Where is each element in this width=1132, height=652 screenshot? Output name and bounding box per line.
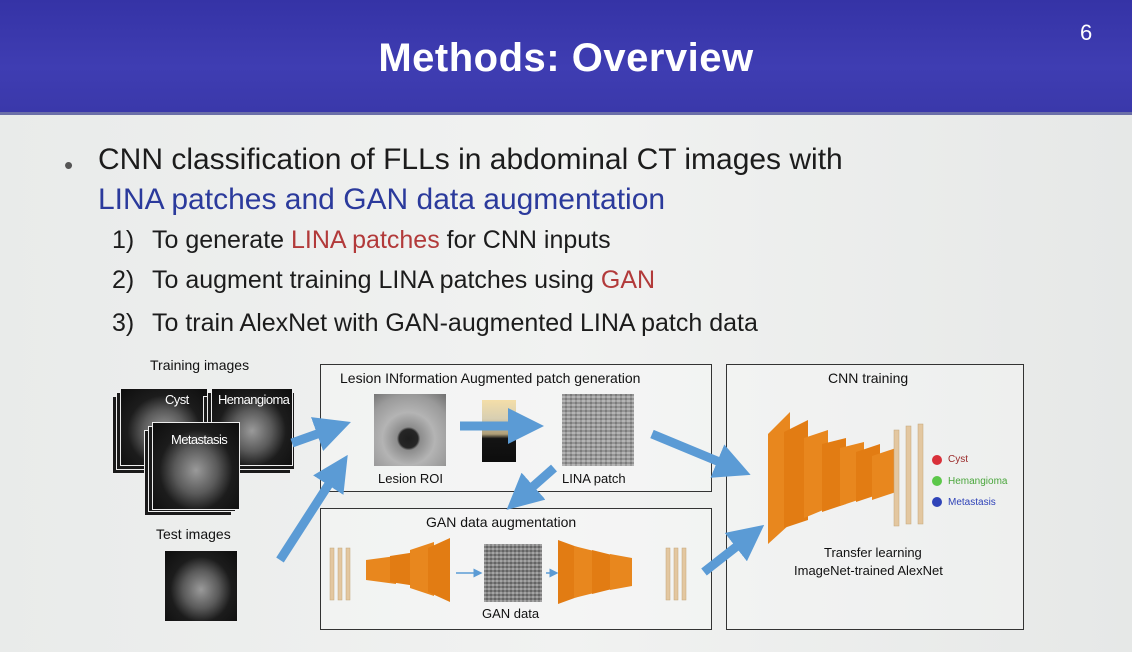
main-bullet: CNN classification of FLLs in abdominal … bbox=[98, 140, 843, 220]
main-bullet-line2: LINA patches and GAN data augmentation bbox=[98, 180, 843, 220]
and-text: and bbox=[276, 183, 344, 216]
transfer-learning-label: Transfer learning bbox=[824, 545, 922, 560]
step-text-end: for CNN inputs bbox=[439, 226, 611, 254]
cyst-class-label: Cyst bbox=[948, 454, 968, 465]
step-highlight: LINA patches bbox=[291, 226, 440, 254]
step-number: 3) bbox=[112, 309, 135, 337]
cnn-conv-layers bbox=[768, 412, 896, 544]
arrow-test-to-roi bbox=[276, 454, 348, 563]
diagram-graphics bbox=[276, 408, 924, 604]
step-1: 1) To generate LINA patches for CNN input… bbox=[112, 226, 611, 255]
lina-patch-label: LINA patch bbox=[562, 471, 626, 486]
lina-box-title: Lesion INformation Augmented patch gener… bbox=[340, 370, 641, 386]
hemangioma-class-label: Hemangioma bbox=[948, 476, 1008, 487]
step-text: To augment training LINA patches using bbox=[152, 266, 601, 294]
cyst-label: Cyst bbox=[165, 392, 189, 407]
step-highlight: GAN bbox=[600, 266, 656, 294]
arrow-training-to-roi bbox=[290, 417, 351, 452]
training-images-label: Training images bbox=[150, 357, 250, 373]
metastasis-label: Metastasis bbox=[171, 432, 228, 447]
slide-number: 6 bbox=[1080, 20, 1093, 45]
alexnet-label: ImageNet-trained AlexNet bbox=[794, 563, 943, 578]
metastasis-thumbnail: Metastasis bbox=[152, 422, 240, 510]
arrow-lina-to-cnn bbox=[650, 429, 751, 478]
metastasis-class-dot bbox=[932, 497, 942, 507]
step-3: 3) To train AlexNet with GAN-augmented LI… bbox=[112, 309, 758, 338]
hemangioma-class-dot bbox=[932, 476, 942, 486]
slide-header: Methods: Overview 6 bbox=[0, 0, 1132, 112]
lesion-roi-image bbox=[374, 394, 446, 466]
lina-patch-image bbox=[562, 394, 634, 466]
arrow-lina-to-gan bbox=[506, 464, 557, 510]
gan-augmentation-highlight: GAN data augmentation bbox=[343, 183, 666, 216]
hemangioma-label: Hemangioma bbox=[218, 392, 290, 407]
gan-box-title: GAN data augmentation bbox=[426, 514, 577, 530]
methods-diagram: Training images Cyst Hemangioma Metastas… bbox=[100, 352, 1040, 642]
cnn-fc-layers bbox=[893, 423, 924, 527]
metastasis-class-label: Metastasis bbox=[948, 497, 996, 508]
lina-patches-highlight: LINA patches bbox=[98, 183, 277, 216]
arrow-gan-to-cnn bbox=[701, 524, 765, 576]
flow-arrows bbox=[276, 408, 765, 576]
test-images-label: Test images bbox=[156, 526, 231, 542]
test-image-thumbnail bbox=[164, 550, 238, 622]
lesion-roi-label: Lesion ROI bbox=[378, 471, 444, 486]
step-number: 1) bbox=[112, 226, 135, 254]
gan-data-label: GAN data bbox=[482, 606, 540, 621]
cyst-class-dot bbox=[932, 455, 942, 465]
step-number: 2) bbox=[112, 266, 135, 294]
header-divider bbox=[0, 112, 1132, 115]
bullet-icon: • bbox=[64, 150, 74, 180]
hemangioma-thumbnail: Hemangioma bbox=[211, 388, 293, 466]
step-text: To train AlexNet with GAN-augmented LINA… bbox=[152, 309, 758, 337]
gan-discriminator-layers bbox=[558, 540, 687, 604]
main-bullet-line1: CNN classification of FLLs in abdominal … bbox=[98, 143, 843, 176]
cnn-box-title: CNN training bbox=[828, 370, 909, 386]
step-text: To generate bbox=[152, 226, 291, 254]
slide-title: Methods: Overview bbox=[378, 36, 754, 80]
gan-generator-layers bbox=[329, 538, 450, 602]
step-2: 2) To augment training LINA patches using… bbox=[112, 266, 655, 295]
gan-data-image bbox=[484, 544, 542, 602]
